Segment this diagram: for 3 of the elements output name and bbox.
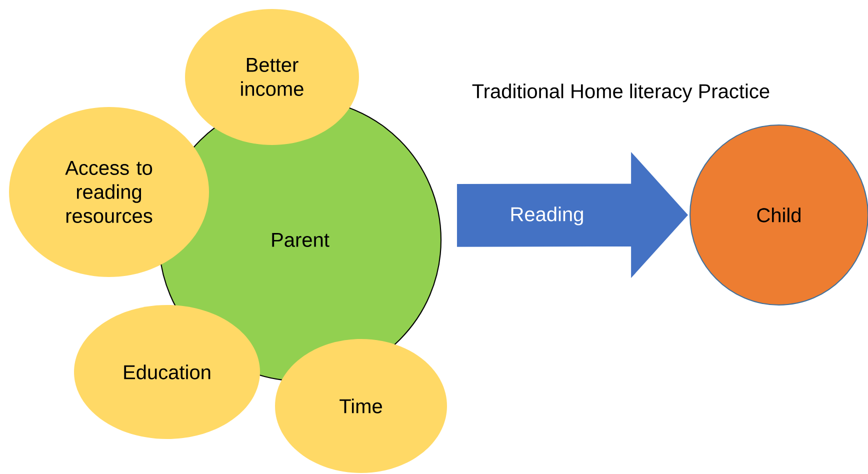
- title: Traditional Home literacy Practice: [472, 84, 770, 102]
- edge-label: Reading: [508, 205, 586, 227]
- block-arrow: [456, 152, 688, 278]
